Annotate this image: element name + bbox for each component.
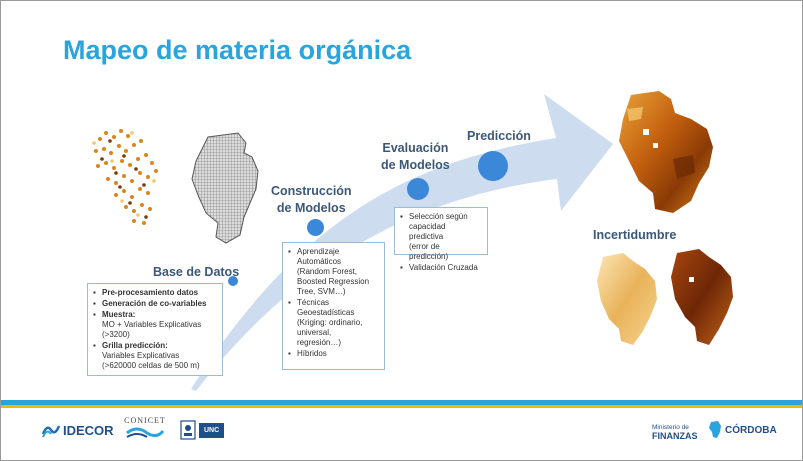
- construccion-item-2-line3: (Kriging: ordinario,: [297, 318, 363, 327]
- stage-dot-prediccion: [478, 151, 508, 181]
- base-item-3-title: Muestra:: [102, 310, 136, 319]
- stage-dot-base: [228, 276, 238, 286]
- base-item-2: Generación de co-variables: [93, 299, 216, 309]
- stage-incertidumbre: Incertidumbre: [593, 228, 677, 242]
- prediction-grid-map: [191, 132, 259, 244]
- base-item-4-line2: (>620000 celdas de 500 m): [102, 361, 200, 370]
- base-item-3-line2: (>3200): [102, 330, 130, 339]
- construccion-item-3: Híbridos: [288, 349, 378, 359]
- evaluacion-item-1-line3: (error de predicción): [409, 242, 449, 261]
- slide-title: Mapeo de materia orgánica: [63, 35, 412, 65]
- prediction-map: [619, 91, 713, 213]
- idecor-text: IDECOR: [63, 422, 114, 438]
- cordoba-map-icon: [709, 421, 721, 438]
- construccion-item-2: Técnicas Geoestadísticas (Kriging: ordin…: [288, 298, 378, 348]
- base-item-3: Muestra: MO + Variables Explicativas (>3…: [93, 310, 216, 340]
- ministerio-small-text: Ministerio de: [652, 424, 689, 431]
- construccion-item-1-line2: Automáticos: [297, 257, 342, 266]
- uncertainty-map-high: [671, 249, 733, 345]
- idecor-logo: IDECOR: [41, 422, 114, 438]
- cordoba-text: CÓRDOBA: [725, 424, 777, 436]
- unc-shield-icon: [180, 420, 196, 440]
- sample-points-map: [92, 129, 158, 225]
- stage-dot-construccion: [307, 219, 324, 236]
- stage-construccion-line1: Construcción: [271, 184, 352, 198]
- base-item-3-line1: MO + Variables Explicativas: [102, 320, 202, 329]
- stage-dot-evaluacion: [407, 178, 429, 200]
- footer-bar: IDECOR CONICET UNC Ministerio de FINANZA…: [1, 400, 802, 460]
- footer-stripe-yellow: [1, 405, 802, 408]
- base-item-4: Grilla predicción: Variables Explicativa…: [93, 341, 216, 371]
- evaluacion-box: Selección según capacidad predictiva (er…: [394, 207, 488, 273]
- uncertainty-map-low: [597, 253, 657, 345]
- evaluacion-item-1-line2: capacidad predictiva: [409, 222, 446, 241]
- stage-construccion-line2: de Modelos: [276, 201, 346, 215]
- stage-evaluacion-line2: de Modelos: [381, 158, 450, 172]
- footer-stripe-blue: [1, 400, 802, 405]
- construccion-item-1-line4: Boosted Regression: [297, 277, 370, 286]
- construccion-item-2-line2: Geoestadísticas: [297, 308, 355, 317]
- ministerio-logo: Ministerio de FINANZAS: [652, 423, 698, 441]
- construccion-item-1-line1: Aprendizaje: [297, 247, 340, 256]
- conicet-wave-icon: [126, 427, 165, 438]
- evaluacion-item-1-line1: Selección según: [409, 212, 468, 221]
- idecor-wave-icon: [41, 425, 61, 438]
- base-item-1: Pre-procesamiento datos: [93, 288, 216, 298]
- base-item-4-title: Grilla predicción:: [102, 341, 168, 350]
- base-datos-box: Pre-procesamiento datos Generación de co…: [87, 283, 223, 376]
- unc-logo: UNC: [180, 420, 225, 440]
- base-item-4-line1: Variables Explicativas: [102, 351, 180, 360]
- stage-base-datos: Base de Datos: [153, 265, 240, 279]
- construccion-item-2-line4: universal,: [297, 328, 332, 337]
- conicet-logo: CONICET: [120, 416, 170, 444]
- evaluacion-item-2: Validación Cruzada: [400, 263, 481, 273]
- cordoba-logo: CÓRDOBA: [707, 420, 777, 440]
- conicet-text: CONICET: [124, 416, 166, 425]
- evaluacion-item-1: Selección según capacidad predictiva (er…: [400, 212, 481, 262]
- construccion-item-2-line5: regresión…): [297, 338, 342, 347]
- stage-construccion: Construcción de Modelos: [271, 183, 352, 217]
- construccion-item-2-line1: Técnicas: [297, 298, 330, 307]
- stage-evaluacion-line1: Evaluación: [382, 141, 449, 155]
- construccion-item-1-line3: (Random Forest,: [297, 267, 358, 276]
- unc-text: UNC: [199, 422, 225, 438]
- ministerio-big-text: FINANZAS: [652, 431, 698, 441]
- stage-prediccion: Predicción: [467, 129, 531, 143]
- construccion-item-1: Aprendizaje Automáticos (Random Forest, …: [288, 247, 378, 297]
- construccion-item-1-line5: Tree, SVM…): [297, 287, 346, 296]
- stage-evaluacion: Evaluación de Modelos: [381, 140, 450, 174]
- construccion-box: Aprendizaje Automáticos (Random Forest, …: [282, 242, 385, 370]
